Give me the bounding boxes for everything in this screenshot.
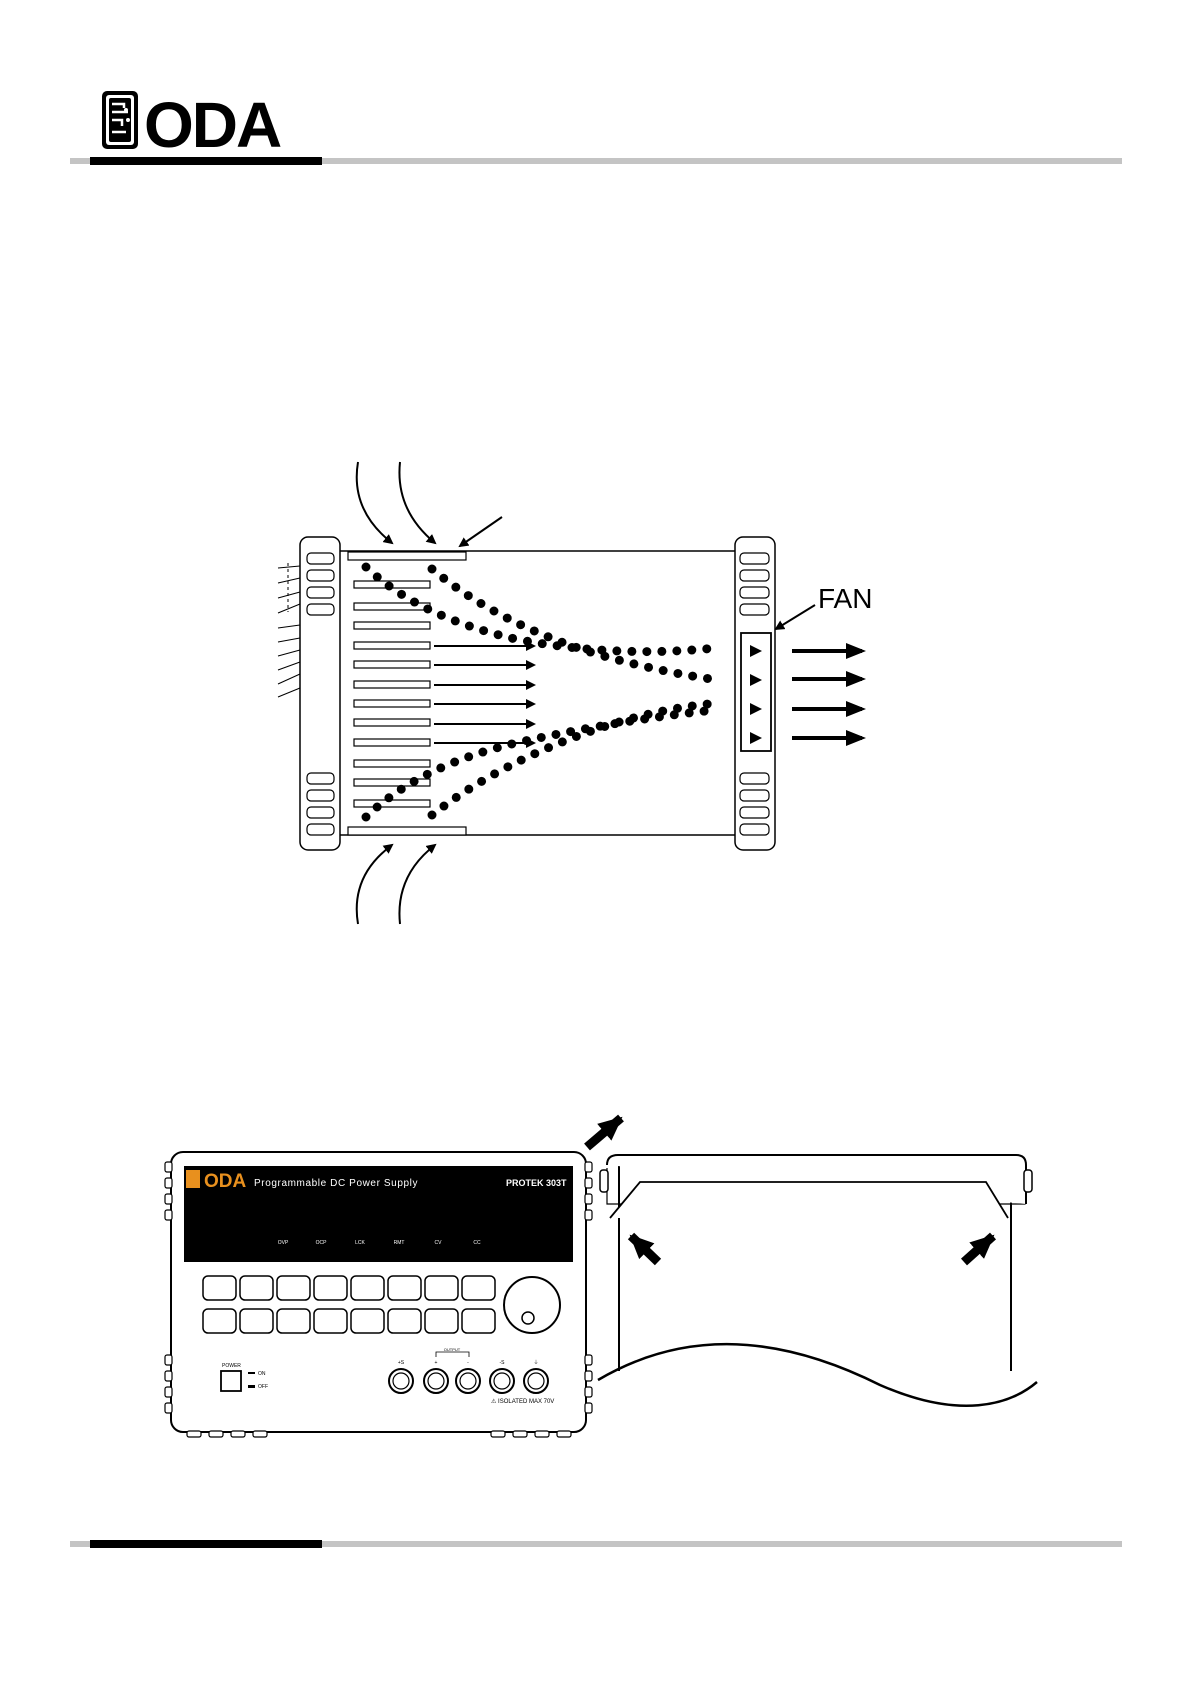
right-intake-arrow [964,1236,993,1262]
side-view [598,1155,1037,1406]
terminal-label-ground: ⏚ [533,1359,538,1366]
indicator-lck: LCK [355,1240,365,1246]
indicator-rmt: RMT [394,1240,405,1246]
power-label: POWER [222,1363,241,1369]
model-name: PROTEK 303T [506,1178,567,1188]
output-label: OUTPUT [444,1347,461,1352]
top-clearance-arrow [587,1118,621,1147]
isolation-warning: ⚠ ISOLATED MAX 70V [491,1398,554,1405]
brand-name: ODA [204,1171,247,1192]
brand-emblem-icon [186,1170,200,1188]
terminal-label-sense-minus: -S [500,1360,506,1366]
indicator-cc: CC [473,1240,481,1246]
indicator-cv: CV [435,1240,443,1246]
cut-line [598,1344,1037,1406]
product-title: Programmable DC Power Supply [254,1178,418,1189]
power-off-label: OFF [258,1384,268,1390]
indicator-ocp: OCP [316,1240,328,1246]
knob-indicator [522,1312,534,1324]
rotary-knob [504,1277,560,1333]
indicator-ovp: OVP [278,1240,289,1246]
terminal-label-plus: + [435,1360,438,1366]
power-on-label: ON [258,1371,266,1377]
front-panel: ODA Programmable DC Power Supply PROTEK … [165,1152,592,1437]
power-switch [221,1371,241,1391]
left-intake-arrow [631,1236,658,1262]
terminal-label-sense-plus: +S [398,1360,405,1366]
footer-rule-accent [90,1540,322,1548]
